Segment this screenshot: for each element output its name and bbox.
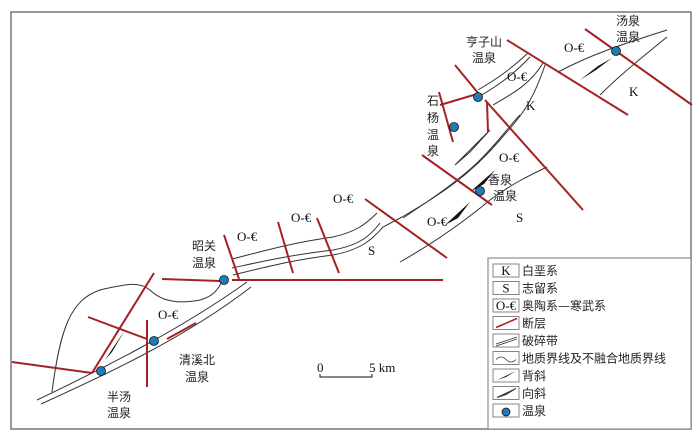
anticline-icon	[497, 371, 516, 380]
legend-label: 白垩系	[522, 263, 558, 278]
hot-springs	[96, 46, 621, 376]
unit-label-k: K	[526, 98, 536, 113]
legend-swatch	[492, 298, 520, 313]
legend-label: 奥陶系—寒武系	[522, 298, 606, 313]
label-bantang: 半汤	[107, 390, 131, 404]
spring-labels: 汤泉 温泉 亨子山 温泉 石 杨 温 泉 香泉 温泉 昭关 温泉 清溪北 温泉 …	[107, 14, 640, 420]
faults	[11, 28, 693, 387]
unit-label-s: S	[368, 243, 375, 258]
hot-spring-icon	[501, 407, 511, 417]
hot-spring-icon	[473, 92, 483, 102]
syncline-icon	[454, 129, 491, 166]
unit-label-oc: O-€	[237, 229, 258, 244]
fracture-zone-icon	[495, 336, 518, 347]
legend-geologic-boundary: 地质界线及不融合地质界线	[492, 351, 666, 366]
label-shiyang-3: 温	[427, 128, 439, 142]
hot-spring-icon	[449, 122, 459, 132]
boundary-line-icon	[495, 356, 517, 363]
label-tangquan: 汤泉	[616, 14, 640, 28]
label-xiangquan-2: 温泉	[493, 189, 517, 203]
legend: K 白垩系 S 志留系 O-€ 奥陶系—寒武系断层破碎带地质界线及不融合地质界线背斜向斜温…	[487, 257, 692, 430]
label-qingxibei-2: 温泉	[185, 370, 209, 384]
legend-label: 向斜	[522, 386, 546, 401]
label-shiyang-4: 泉	[427, 144, 439, 158]
label-qingxibei: 清溪北	[179, 353, 215, 367]
label-shiyang-1: 石	[427, 94, 439, 108]
label-hengzishan-2: 温泉	[472, 51, 496, 65]
legend-fracture-zone: 破碎带	[492, 333, 558, 348]
unit-label-oc: O-€	[333, 191, 354, 206]
scale-bar: 0 5 km	[317, 360, 395, 378]
syncline-icon	[496, 388, 517, 398]
unit-label-oc: O-€	[499, 150, 520, 165]
label-zhaoguan-2: 温泉	[192, 256, 216, 270]
legend-hot-spring: 温泉	[492, 403, 546, 418]
legend-label: 地质界线及不融合地质界线	[522, 351, 666, 366]
legend-swatch	[492, 351, 520, 365]
legend-anticline: 背斜	[492, 368, 546, 383]
legend-label: 断层	[522, 316, 546, 331]
label-bantang-2: 温泉	[107, 406, 131, 420]
unit-label-oc: O-€	[427, 214, 448, 229]
legend-frame	[487, 257, 692, 430]
anticline-icon	[105, 330, 125, 360]
label-xiangquan: 香泉	[488, 173, 512, 187]
unit-labels: O-€ O-€ O-€ O-€ O-€ O-€ O-€ O-€ K K S S	[158, 40, 639, 322]
hot-spring-icon	[96, 366, 106, 376]
legend-swatch	[492, 368, 520, 383]
anticline-icon	[580, 58, 612, 80]
unit-label-oc: O-€	[564, 40, 585, 55]
legend-label: 破碎带	[522, 333, 558, 348]
legend-label: 背斜	[522, 369, 546, 383]
legend-label: 志留系	[522, 282, 558, 296]
unit-label-oc: O-€	[507, 69, 528, 84]
fault-icon	[495, 317, 518, 329]
legend-silurian: S 志留系	[492, 281, 558, 296]
hot-spring-icon	[475, 186, 485, 196]
hot-spring-icon	[149, 336, 159, 346]
anticline-icon	[445, 202, 470, 225]
unit-label-s: S	[516, 210, 523, 225]
label-tangquan-2: 温泉	[616, 30, 640, 44]
legend-ordovician-cambrian: O-€ 奥陶系—寒武系	[492, 298, 606, 313]
legend-cretaceous: K 白垩系	[492, 263, 558, 278]
unit-label-k: K	[629, 84, 639, 99]
legend-fault: 断层	[492, 316, 546, 331]
label-zhaoguan: 昭关	[192, 239, 216, 253]
label-shiyang-2: 杨	[427, 110, 439, 125]
legend-syncline: 向斜	[492, 386, 546, 401]
unit-label-oc: O-€	[291, 210, 312, 225]
legend-swatch	[492, 281, 520, 295]
fold-symbols	[105, 58, 612, 360]
geologic-boundaries	[36, 29, 668, 405]
legend-label: 温泉	[522, 404, 546, 418]
legend-symbol: O-€	[496, 298, 517, 313]
legend-swatch	[492, 263, 520, 278]
hot-spring-icon	[219, 275, 229, 285]
legend-symbol: S	[502, 281, 509, 296]
unit-label-oc: O-€	[158, 307, 179, 322]
scale-zero: 0	[317, 360, 324, 375]
anticline-icon	[470, 170, 495, 192]
map-frame	[10, 11, 692, 430]
hot-spring-icon	[611, 46, 621, 56]
scale-end: 5 km	[369, 360, 395, 375]
label-hengzishan: 亨子山	[466, 34, 502, 49]
legend-symbol: K	[501, 263, 511, 278]
